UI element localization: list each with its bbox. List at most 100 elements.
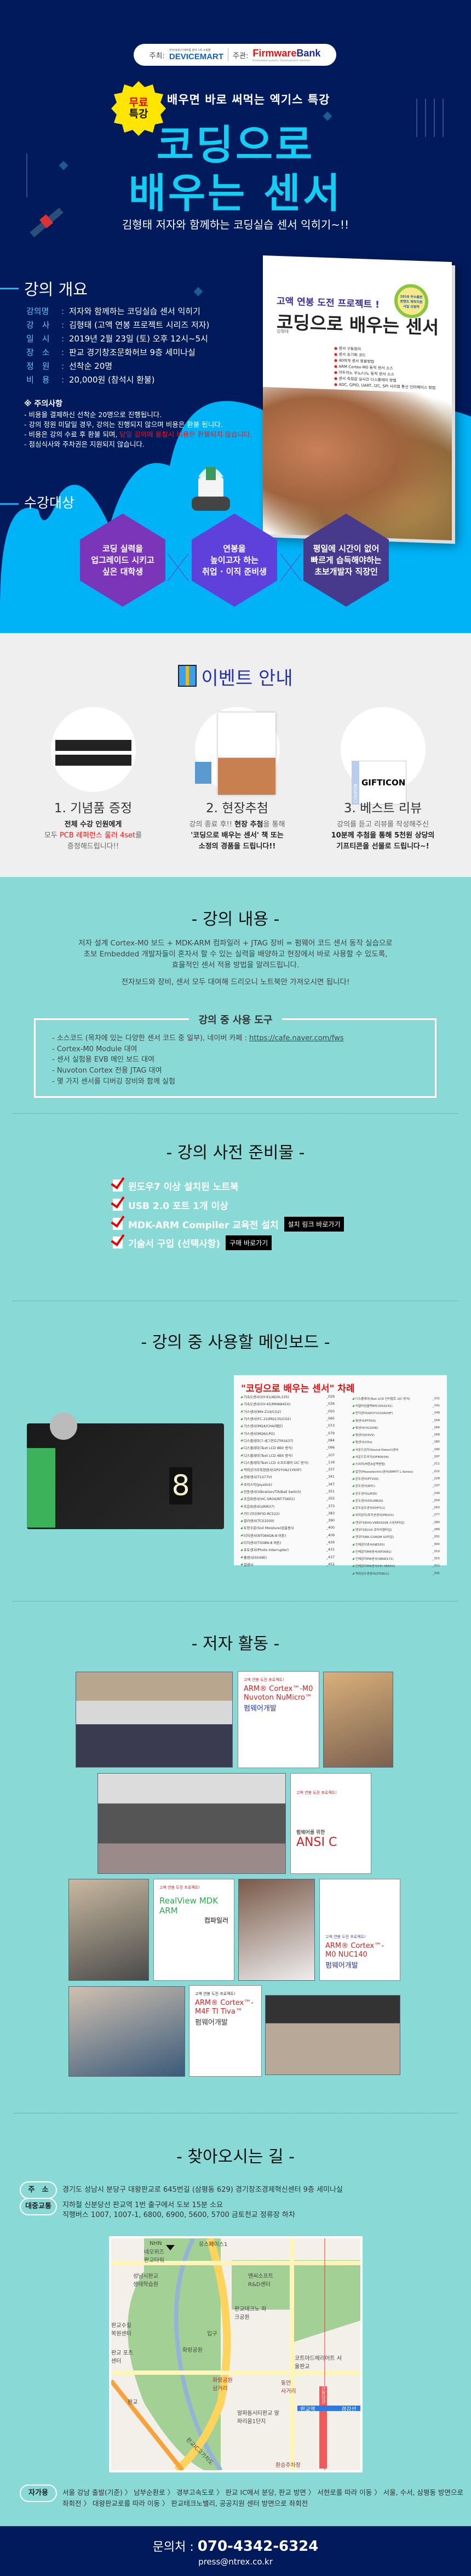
toc-entry-name: 터치센서(NT084DA-8 버튼): [243, 1534, 286, 1538]
toc-entry-name: 토양수분(Soil Moisture)검출센서: [243, 1526, 294, 1531]
targets-title: 수강대상: [24, 495, 75, 511]
toc-entry: 압전(Piezoelectric)센서(EMFIT L-Series)_222: [352, 1468, 440, 1475]
toc-entry-name: 진동센서(Vibration/Tilt/Ball Switch): [243, 1490, 301, 1494]
lecture-photo: [76, 1672, 233, 1768]
install-link-button[interactable]: 설치 링크 바로가기: [284, 1216, 344, 1232]
location-map[interactable]: NHN 네오위즈 판교타워 유스페이스1 성남시판교 생태학습원 엔씨소프트 R…: [109, 2236, 363, 2472]
contact-email[interactable]: press@ntrex.co.kr: [198, 2557, 273, 2567]
toc-entry-name: 초음파센서(URM37): [243, 1504, 275, 1509]
toc-entry-page: _254: [432, 1498, 440, 1502]
toc-entry: 온도센서(PT100)_228: [352, 1475, 440, 1482]
overview-item: 강의명:저자와 함께하는 코딩실습 센서 익히기: [26, 306, 200, 317]
toc-entry-page: _390: [326, 1519, 335, 1523]
lecture-photo: [323, 1672, 393, 1768]
tools-box: 강의 중 사용 도구 - 소스코드 (목차에 있는 다양한 센서 코드 중 일부…: [34, 1012, 436, 1098]
toc-entry-name: 온도습도센서(DHT11): [355, 1507, 386, 1511]
toc-entry: 빛센서(D3VS) _169: [352, 1431, 440, 1438]
toc-entry-name: 가스센서(MH-Z19/CO2): [243, 1410, 282, 1414]
toc-entry-name: 인체감지PIR센서(HC-SR501): [355, 1565, 395, 1569]
toc-entry-name: 엔코더(EVQ-V9E00208 스위치타입): [355, 1521, 405, 1525]
toc-entry-name: 인체감지PIR센서(SEN0171): [355, 1558, 394, 1561]
toc-entry-name: 전류센서(TLS77V): [243, 1475, 272, 1480]
toc-entry-name: 압전(Piezoelectric)센서(EMFIT L-Series): [355, 1470, 413, 1474]
toc-entry-page: _383: [326, 1511, 335, 1515]
toc-entry-name: 먼지센서(GP2Y1010AU0F): [355, 1412, 393, 1416]
overview-item: 강 사:김형태 (고액 연봉 프로젝트 시리즈 저자): [26, 320, 210, 330]
buy-link-button[interactable]: 구매 바로가기: [226, 1235, 272, 1250]
toc-entry-page: _289: [432, 1528, 440, 1531]
toc-entry-page: _141: [432, 1404, 440, 1407]
address-text: 경기도 성남시 분당구 대왕판교로 645번길 (삼평동 629) 경기창조경제…: [62, 2186, 343, 2194]
toc-entry-name: 엔코더(E216 로터리형타입): [355, 1528, 392, 1532]
toc-entry-name: 조이스틱(Joystick): [243, 1483, 272, 1487]
toc-entry-name: 포토센서(Photo Interrupter): [243, 1548, 289, 1553]
toc-entry-name: 사운드트리거(DFR0034): [355, 1456, 389, 1460]
event-label: 1. 기념품 증정: [54, 801, 133, 816]
toc-entry: 디스플레이(Text LCD 8Bit 방식) _096: [240, 1444, 335, 1451]
toc-entry-page: _337: [326, 1468, 335, 1472]
tool-item: - 소스코드 (목차에 있는 다양한 센서 코드 중 일부), 네이버 카페 :…: [52, 1034, 344, 1042]
toc-entry-page: _116: [326, 1460, 335, 1464]
toc-entry-name: 스위치(버튼A입력방법): [355, 1463, 386, 1467]
toc-entry-page: _355: [326, 1497, 335, 1501]
toc-entry-name: 사운드감지(Sound Detect)센서: [355, 1448, 399, 1452]
toc-entry-page: _211: [432, 1462, 440, 1466]
toc-entry: 스위치(버튼A입력방법) _211: [352, 1461, 440, 1468]
toc-entry-name: 빛센서(CDs): [355, 1441, 372, 1445]
lecture-photo: [238, 1879, 315, 1981]
toc-entry-name: 온도센서(NTC): [355, 1485, 375, 1489]
toc-entry-page: _169: [432, 1433, 440, 1437]
toc-entry-page: _065: [326, 1417, 335, 1421]
prep-item: USB 2.0 포트 1개 이상: [113, 1196, 228, 1213]
overview-item: 일 시:2019년 2월 23일 (토) 오후 12시~5시: [26, 333, 208, 344]
toc-entry-page: _096: [326, 1446, 335, 1450]
robot-icon: [192, 467, 230, 511]
toc-entry: 인체감지PIR센서(HC-SR501)_321: [352, 1563, 440, 1570]
toc-entry-name: 온도센서(DS18B20): [355, 1499, 383, 1503]
toc-entry: 인체감지PIR센서(SEN0171)_315: [352, 1555, 440, 1563]
toc-entry: 리얼타임클럭RTC(DS3231)_141: [352, 1402, 440, 1409]
toc-entry: 적외선수광센서(ST5811)_332: [352, 1570, 440, 1577]
toc-entry-page: _107: [326, 1453, 335, 1457]
toc-entry: 조이스틱(Joystick)_347: [240, 1481, 335, 1488]
toc-entry: 가스센서(MQ4/CH4/메탄)_073: [240, 1422, 335, 1429]
toc-entry-page: _341: [326, 1475, 335, 1479]
board-title: - 강의 중 사용할 메인보드 -: [141, 1333, 330, 1352]
overview-title: 강의 개요: [24, 280, 88, 299]
toc-entry-page: _400: [326, 1526, 335, 1530]
hero-title-line1: 코딩으로: [156, 122, 315, 169]
cross-dividers: [167, 553, 302, 582]
toc-entry: 가속도센서(GY-45/MMA845X)_036: [240, 1400, 335, 1407]
naver-cafe-link[interactable]: https://cafe.naver.com/fws: [249, 1034, 344, 1042]
toc-entry-page: _149: [432, 1411, 440, 1415]
hero-tagline: 배우면 바로 써먹는 엑기스 특강: [167, 93, 330, 106]
map-roads: [111, 2238, 360, 2470]
event-image-book: [195, 707, 280, 795]
toc-entry-name: 디스플레이(Text LCD 4Bit 방식): [243, 1454, 293, 1458]
section-accent-line: [0, 288, 19, 289]
toc-entry-page: _291: [432, 1535, 440, 1539]
toc-entry-name: 디스플레이(Text LCD 소프트웨어 I2C 방식): [243, 1461, 309, 1465]
hero-title-line2: 배우는 센서: [128, 170, 343, 217]
toc-entry-name: 빛센서(D3VS): [355, 1434, 375, 1438]
toc-entry: 온도습도센서(DHT11)_263: [352, 1504, 440, 1511]
footer: 문의처 : 070-4342-6324 press@ntrex.co.kr: [0, 2526, 471, 2576]
toc-entry-name: 빛센서(YG1006): [355, 1426, 378, 1430]
toc-entry-page: _073: [326, 1424, 335, 1428]
toc-entry-page: _180: [432, 1440, 440, 1444]
toc-entry-name: 디스플레이(Text LCD 8Bit 방식): [243, 1446, 293, 1451]
toc-entry: 인체감지센서(NE555)_300: [352, 1541, 440, 1548]
address-label: 주 소: [20, 2181, 57, 2199]
book-cover-photo: 고액 연봉 도전 프로젝트!ARM® Cortex™-M0 Nuvoton Nu…: [238, 1671, 319, 1768]
toc-entry-name: 가속도센서(GY-61/ADXL335): [243, 1395, 289, 1400]
toc-entry: 디스플레이(Text LCD 인터럽트 I2C 방식)_131: [352, 1395, 440, 1402]
toc-entry-page: _249: [432, 1491, 440, 1495]
activity-title: - 저자 활동 -: [191, 1634, 280, 1654]
overview-item: 정 원:선착순 20명: [26, 361, 113, 372]
